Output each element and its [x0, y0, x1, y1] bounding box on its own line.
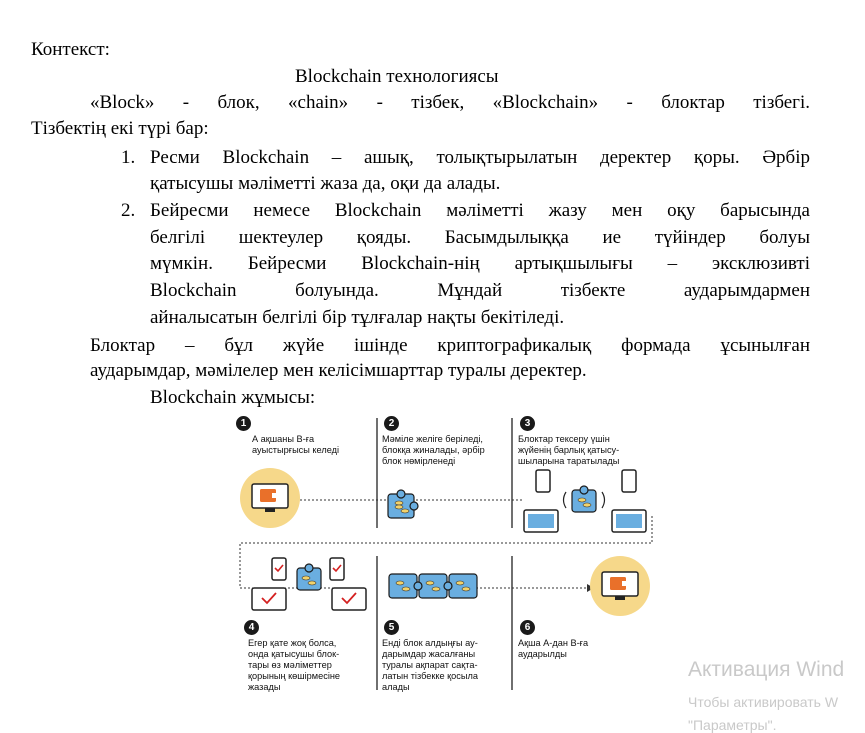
activation-watermark-title: Активация Wind: [688, 658, 845, 681]
intro-line-2: Тізбектің екі түрі бар:: [31, 118, 209, 139]
list-item-2-line-3: мүмкін. Бейресми Blockchain-нің артықшыл…: [150, 253, 810, 274]
step-number: 2: [384, 416, 399, 431]
figure-graphics: [239, 418, 653, 690]
blocks-line-1: Блоктар – бұл жүйе ішінде криптографикал…: [90, 335, 810, 356]
blocks-line-2: аударымдар, мәмілелер мен келісімшарттар…: [90, 360, 587, 381]
computer-icon: [331, 587, 367, 611]
check-icon: [274, 564, 284, 573]
list-item-2-line-2: белгілі шектеулер қояды. Басымдылыққа ие…: [150, 227, 810, 248]
step-number: 1: [236, 416, 251, 431]
puzzle-block-icon: [387, 489, 419, 519]
document-title: Blockchain технологиясы: [295, 66, 499, 87]
list-item-1-line-2: қатысушы мәліметті жаза да, оқи да алады…: [150, 173, 501, 194]
step-caption: Ақша А-дан В-ға аударылды: [518, 638, 589, 659]
step-caption: Егер қате жоқ болса, онда қатысушы блок-…: [248, 638, 341, 692]
step-caption: Блоктар тексеру үшін жүйенің барлық қаты…: [518, 434, 620, 466]
step-number: 4: [244, 620, 259, 635]
wallet-icon: [610, 577, 626, 590]
list-item-1-line-1: Ресми Blockchain – ашық, толықтырылатын …: [150, 147, 810, 168]
list-marker-1: 1.: [121, 147, 136, 168]
list-item-2-line-1: Бейресми немесе Blockchain мәліметті жаз…: [150, 200, 810, 221]
puzzle-block-icon: [571, 485, 597, 513]
step-caption: Енді блок алдыңғы ау- дарымдар жасалғаны…: [382, 638, 478, 692]
work-label: Blockchain жұмысы:: [150, 387, 316, 408]
list-item-2-line-4: Blockchain болуында. Мұндай тізбекте ауд…: [150, 280, 810, 301]
step-caption: Мәміле желіге беріледі, блокқа жиналады,…: [382, 434, 485, 466]
puzzle-block-icon: [296, 563, 322, 591]
context-label: Контекст:: [31, 39, 110, 60]
check-icon: [332, 564, 342, 573]
wallet-icon: [260, 489, 276, 502]
intro-line-1: «Block» - блок, «chain» - тізбек, «Block…: [90, 92, 810, 113]
blockchain-figure: 1 А ақшаны В-ға ауыстырғысы келеді 2 Мәм…: [232, 408, 657, 696]
check-icon: [341, 592, 357, 605]
list-marker-2: 2.: [121, 200, 136, 221]
activation-watermark-text: Чтобы активировать W: [688, 694, 839, 710]
phone-icon: [535, 469, 551, 493]
signal-icon: [601, 491, 606, 509]
computer-icon: [251, 587, 287, 611]
step-number: 3: [520, 416, 535, 431]
step-caption: А ақшаны В-ға ауыстырғысы келеді: [252, 434, 340, 455]
list-item-2-line-5: айналысатын белгілі бір тұлғалар нақты б…: [150, 307, 565, 328]
check-icon: [261, 592, 277, 605]
step-number: 5: [384, 620, 399, 635]
phone-icon: [621, 469, 637, 493]
step-number: 6: [520, 620, 535, 635]
block-chain-icon: [388, 573, 478, 599]
activation-watermark-text: "Параметры".: [688, 717, 777, 733]
signal-icon: [562, 491, 567, 509]
